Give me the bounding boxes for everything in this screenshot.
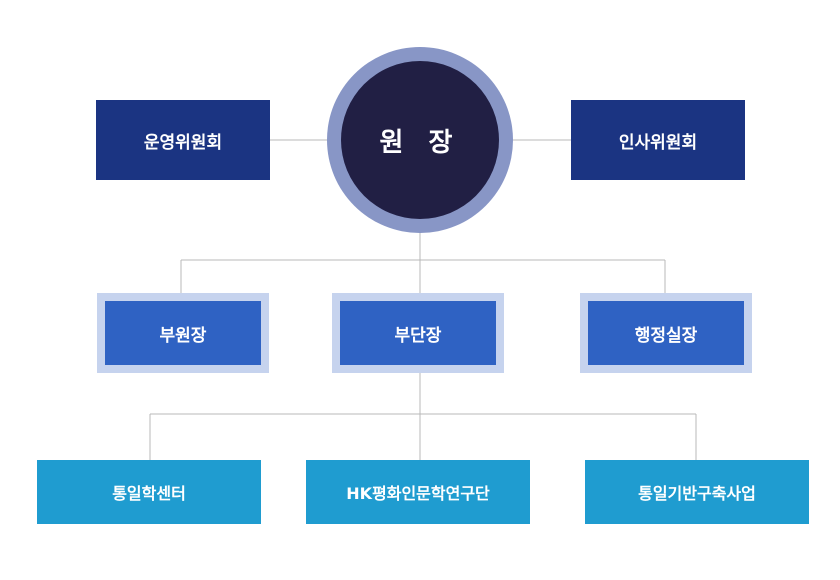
operating-committee-label: 운영위원회	[143, 132, 223, 153]
hk-peace-humanities-label: HK평화인문학연구단	[346, 484, 490, 503]
director-label: 원 장	[379, 127, 461, 158]
vice-director-inner: 부원장	[105, 301, 261, 365]
deputy-head-box: 부단장	[332, 293, 504, 373]
vice-director-box: 부원장	[97, 293, 269, 373]
operating-committee-box: 운영위원회	[96, 100, 270, 180]
personnel-committee-label: 인사위원회	[618, 132, 698, 153]
admin-chief-inner: 행정실장	[588, 301, 744, 365]
deputy-head-label: 부단장	[394, 325, 442, 346]
admin-chief-label: 행정실장	[634, 325, 698, 346]
unification-center-label: 통일학센터	[112, 484, 186, 503]
personnel-committee-box: 인사위원회	[571, 100, 745, 180]
vice-director-label: 부원장	[159, 325, 207, 346]
deputy-head-inner: 부단장	[340, 301, 496, 365]
unification-foundation-label: 통일기반구축사업	[638, 484, 756, 503]
unification-foundation-box: 통일기반구축사업	[585, 460, 809, 524]
admin-chief-box: 행정실장	[580, 293, 752, 373]
director-circle: 원 장	[327, 47, 513, 233]
unification-center-box: 통일학센터	[37, 460, 261, 524]
director-core: 원 장	[341, 61, 499, 219]
hk-peace-humanities-box: HK평화인문학연구단	[306, 460, 530, 524]
